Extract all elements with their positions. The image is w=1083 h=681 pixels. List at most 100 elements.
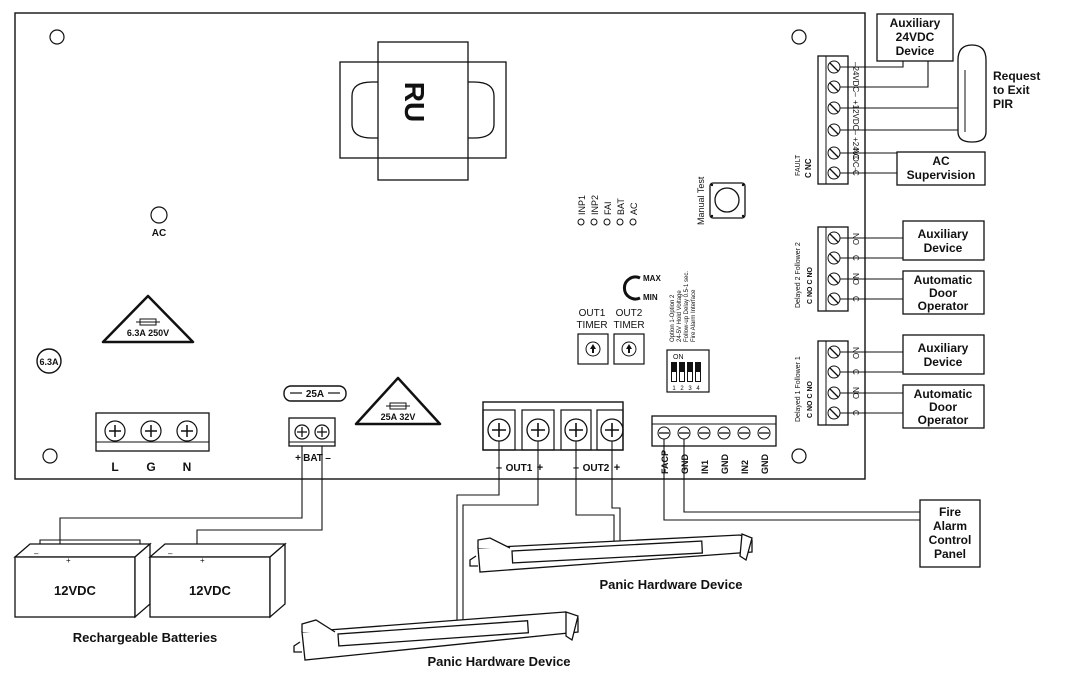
relay1-label: Delayed 1 Follower 1 — [795, 356, 802, 422]
pot-min-label: MIN — [643, 293, 658, 302]
fuse-label: 6.3A — [39, 357, 59, 367]
dip-info-3: Follow-up Delay 0.5-1 sec. — [684, 271, 690, 342]
out2-timer-label: OUT2 — [616, 308, 643, 319]
bat-minus: – — [325, 453, 331, 464]
mounting-hole — [42, 448, 58, 464]
dip-switch[interactable] — [666, 349, 710, 393]
battery-1-label: 12VDC — [54, 583, 97, 598]
facp-line1: Fire — [939, 505, 961, 519]
input-facp: FACP — [660, 450, 670, 474]
pwr-12-24-label: +12VDC– +24VDC– — [851, 100, 860, 173]
ac-supervision-box — [896, 151, 986, 186]
panic-caption-upper: Panic Hardware Device — [599, 577, 742, 592]
pwr-24vdc-label: –24VDC– — [851, 62, 860, 97]
dip-info-2: 24-5V Hold Voltage — [677, 290, 683, 342]
pir-line3: PIR — [993, 97, 1013, 111]
power-output-terminal — [817, 55, 849, 185]
volume-pot[interactable] — [622, 275, 641, 301]
batteries-caption: Rechargeable Batteries — [73, 630, 218, 645]
out2-timer-knob[interactable] — [613, 333, 645, 365]
terminal-l: L — [111, 460, 118, 474]
fuse-holder — [36, 348, 62, 374]
manual-test-button-cap — [714, 187, 740, 213]
pot-max-label: MAX — [643, 274, 661, 283]
relay1-terminal — [817, 340, 849, 426]
out2-timer-label-2: TIMER — [613, 320, 644, 331]
screw — [741, 183, 745, 187]
door-operator-2 — [902, 384, 985, 429]
door-operator-1 — [902, 270, 985, 315]
battery-fuse-label: 25A — [306, 389, 324, 400]
door2-line3: Operator — [918, 413, 969, 427]
ac-input-terminal — [95, 412, 210, 452]
relay1-side-pins: C NO C NO — [807, 381, 814, 419]
fuse-warning-triangle — [101, 294, 195, 344]
ac-sup-line1: AC — [932, 154, 950, 168]
aux2-line1: Auxiliary — [918, 341, 969, 355]
screw — [710, 183, 714, 187]
aux-device-1 — [902, 220, 985, 261]
panic-caption-lower: Panic Hardware Device — [427, 654, 570, 669]
out1-timer-knob[interactable] — [577, 333, 609, 365]
battery-fuse-rating: 25A 32V — [381, 412, 416, 422]
out1-label: OUT1 — [506, 463, 533, 474]
door1-line3: Operator — [918, 299, 969, 313]
battery-terminal — [288, 417, 336, 447]
led-label-bat: BAT — [616, 198, 626, 215]
aux24-line1: Auxiliary — [890, 16, 941, 30]
out2-timer-dial — [621, 341, 637, 357]
facp-line3: Control — [929, 533, 972, 547]
battery-1-plus: + — [66, 556, 71, 565]
pir-line1: Request — [993, 69, 1040, 83]
door1-line2: Door — [929, 286, 957, 300]
led-label-inp1: INP1 — [577, 195, 587, 215]
aux1-line1: Auxiliary — [918, 227, 969, 241]
input-terminal-strip — [651, 415, 777, 447]
out2-plus: + — [614, 462, 620, 474]
screw — [741, 214, 745, 218]
dip-num-3: 3 — [688, 386, 692, 392]
terminal-g: G — [146, 460, 155, 474]
relay2-terminal — [817, 226, 849, 312]
transformer — [339, 41, 507, 181]
door2-line2: Door — [929, 400, 957, 414]
pir-line2: to Exit — [993, 83, 1030, 97]
facp-line4: Panel — [934, 547, 966, 561]
panic-device-upper — [469, 533, 753, 573]
out2-label: OUT2 — [583, 463, 610, 474]
wires-right — [663, 61, 958, 521]
relay2-no-1: NO — [851, 233, 860, 245]
mounting-hole — [49, 29, 65, 45]
aux1-line2: Device — [924, 241, 963, 255]
fault-label: FAULT — [795, 154, 802, 176]
battery-2-label: 12VDC — [189, 583, 232, 598]
led-label-ac: AC — [629, 202, 639, 215]
fuse-rating: 6.3A 250V — [127, 328, 169, 338]
aux24-line2: 24VDC — [896, 30, 935, 44]
aux2-line2: Device — [924, 355, 963, 369]
bat-plus: + — [295, 453, 301, 464]
relay1-no-1: NO — [851, 347, 860, 359]
dip-num-2: 2 — [680, 386, 684, 392]
dip-num-1: 1 — [672, 386, 676, 392]
relay2-label: Delayed 2 Follower 2 — [795, 242, 802, 308]
ac-led-label: AC — [152, 228, 166, 239]
fault-c-nc: C NC — [804, 158, 813, 178]
aux-device-2 — [902, 334, 985, 375]
out1-timer-label: OUT1 — [579, 308, 606, 319]
terminal-n: N — [183, 460, 192, 474]
output-terminals — [482, 401, 624, 451]
dip-info-1: Option 1-Option 2 — [670, 294, 676, 342]
fault-nc-label: NC — [851, 148, 860, 160]
panic-device-lower — [293, 611, 579, 661]
led-label-inp2: INP2 — [590, 195, 600, 215]
manual-test-button[interactable] — [709, 182, 746, 219]
status-leds — [577, 218, 637, 226]
battery-2-plus: + — [200, 556, 205, 565]
out1-plus: + — [537, 462, 543, 474]
battery-1 — [13, 542, 152, 619]
input-in2: IN2 — [740, 460, 750, 474]
wires-battery — [39, 446, 323, 561]
arrow-up-icon — [626, 344, 632, 353]
